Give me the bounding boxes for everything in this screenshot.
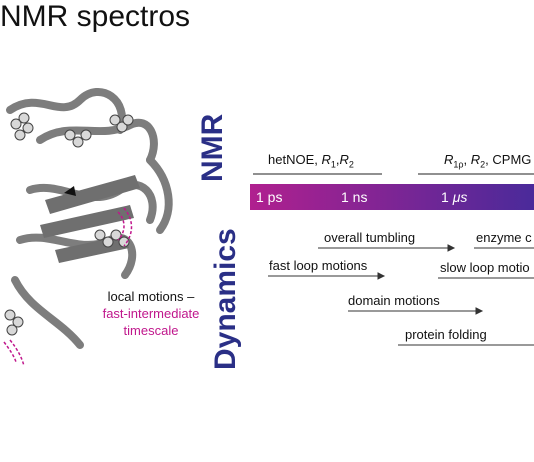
motion-domain: domain motions <box>348 293 440 308</box>
tick-label-1us: 1 μs <box>441 189 467 205</box>
method-left-r1: R <box>321 152 331 167</box>
method-left-r1-sub: 1 <box>330 159 336 170</box>
method-left-prefix: hetNOE, <box>268 152 322 167</box>
annotation-line-2: fast-intermediate <box>102 306 200 321</box>
method-right-sep: , <box>463 152 471 167</box>
annotation-line-1: local motions – <box>107 289 195 304</box>
method-right-r1rho: R <box>444 152 454 167</box>
arrow-head-overall-tumbling <box>447 244 456 252</box>
method-right-r2: R <box>470 152 481 167</box>
motion-fast-loop: fast loop motions <box>269 258 368 273</box>
method-right-suffix: , CPMG <box>485 152 532 167</box>
tick-label-1us-unit: μs <box>452 189 468 205</box>
protein-dark-marker <box>64 186 76 196</box>
method-left-r2: R <box>339 152 349 167</box>
method-left-r2-sub: 2 <box>348 159 354 170</box>
arrow-head-fast-loop <box>377 272 386 280</box>
annotation-line-3: timescale <box>123 323 179 338</box>
timescale-bar <box>250 184 534 210</box>
protein-annotation: local motions – fast-intermediate timesc… <box>86 288 216 339</box>
motion-folding: protein folding <box>405 327 487 342</box>
page-title: NMR spectros <box>0 0 191 33</box>
method-right-r2-sub: 2 <box>480 159 486 170</box>
motion-arrows <box>268 244 534 346</box>
arrow-head-domain <box>475 307 484 315</box>
dynamics-axis-label: Dynamics <box>209 228 242 370</box>
protein-side-chains <box>4 112 134 336</box>
method-left-sep: , <box>335 152 340 167</box>
method-brackets <box>253 173 534 175</box>
nmr-axis-label: NMR <box>196 113 229 182</box>
tick-label-1ps: 1 ps <box>256 189 283 205</box>
method-right-label: R1ρ, R2, CPMG <box>444 152 531 170</box>
method-left-label: hetNOE, R1,R2 <box>268 152 354 170</box>
motion-enzyme: enzyme c <box>476 230 532 245</box>
tick-label-1us-num: 1 <box>441 189 453 205</box>
motion-arcs <box>3 207 133 367</box>
protein-structure-illustration <box>3 88 173 367</box>
motion-overall-tumbling: overall tumbling <box>324 230 416 245</box>
tick-label-1ns: 1 ns <box>341 189 368 205</box>
motion-slow-loop: slow loop motio <box>440 260 530 275</box>
method-right-r1rho-sub: 1ρ <box>453 159 464 170</box>
